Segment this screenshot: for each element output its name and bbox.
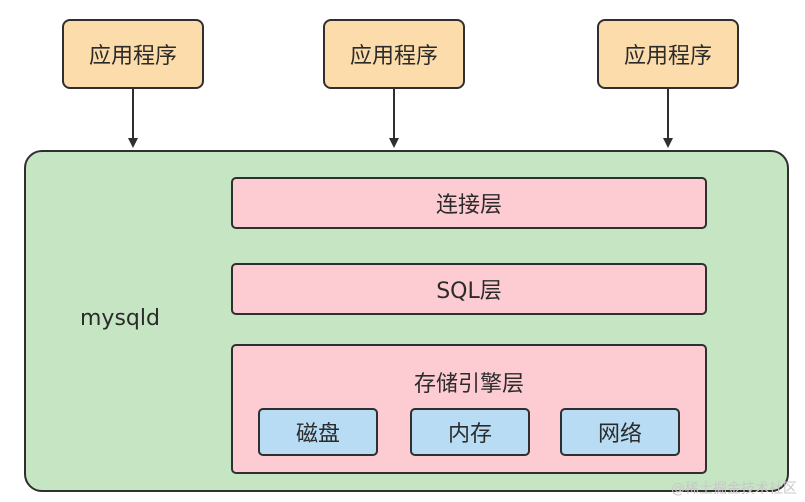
application-label-2: 应用程序 (349, 44, 438, 69)
watermark: @稀土掘金技术社区 (671, 481, 797, 497)
application-label-1: 应用程序 (88, 44, 177, 69)
sql-layer-label: SQL层 (436, 279, 502, 304)
connection-layer: 连接层 (231, 177, 707, 229)
storage-engine-layer-label: 存储引擎层 (413, 372, 524, 397)
connection-layer-label: 连接层 (435, 193, 502, 218)
storage-engine-layer: 存储引擎层 磁盘 内存 网络 (231, 344, 707, 474)
disk-box: 磁盘 (258, 408, 378, 456)
network-box: 网络 (560, 408, 680, 456)
network-label: 网络 (597, 422, 642, 447)
sql-layer: SQL层 (231, 263, 707, 315)
application-box-2: 应用程序 (323, 19, 465, 89)
memory-label: 内存 (447, 422, 492, 447)
disk-label: 磁盘 (295, 422, 340, 447)
application-box-1: 应用程序 (62, 19, 204, 89)
application-box-3: 应用程序 (597, 19, 739, 89)
mysqld-label: mysqld (80, 306, 160, 331)
application-label-3: 应用程序 (623, 44, 712, 69)
memory-box: 内存 (410, 408, 530, 456)
